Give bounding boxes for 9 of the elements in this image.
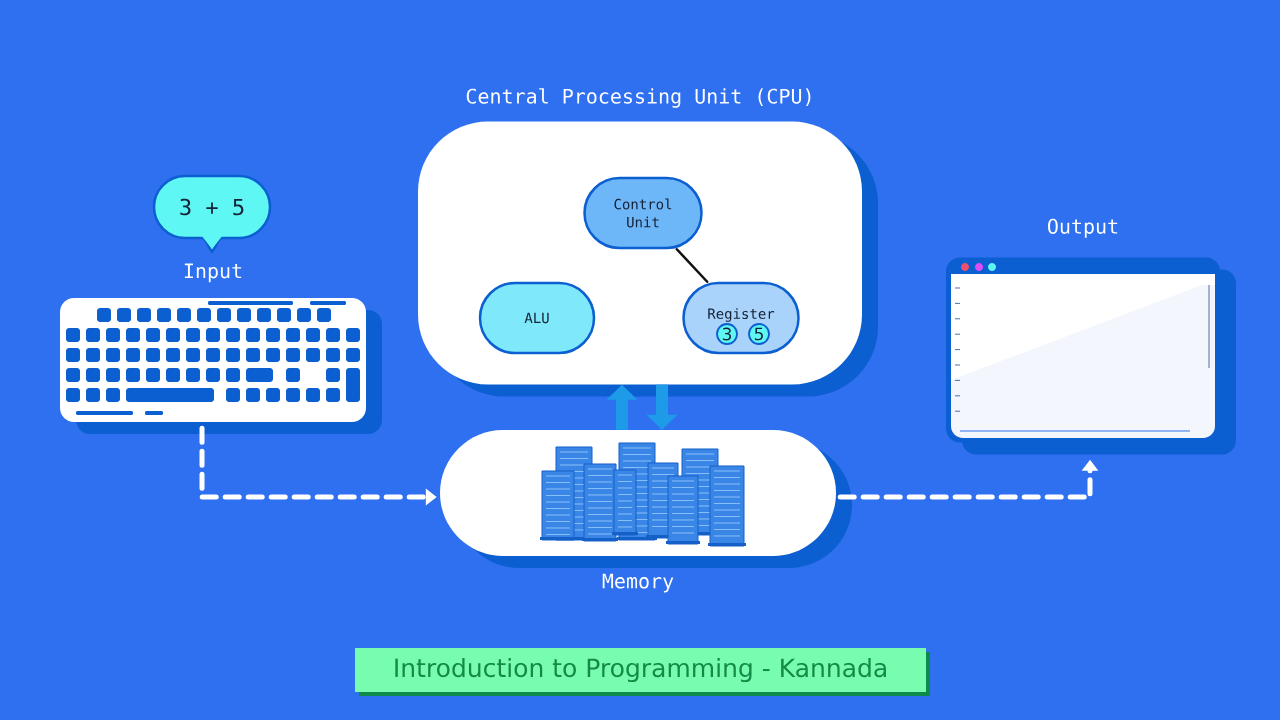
node-label: Output (1048, 218, 1118, 238)
node-label: Input (184, 263, 242, 283)
node-label: Memory (602, 573, 674, 593)
speech-bubble: 3 + 5 (152, 174, 272, 254)
node-label: Central Processing Unit (CPU) (466, 88, 811, 108)
connector-line (675, 248, 709, 283)
title-banner: Introduction to Programming - Kannada (355, 648, 930, 696)
keyboard-drawing: Input (60, 263, 382, 434)
output-window: Output (946, 218, 1236, 455)
